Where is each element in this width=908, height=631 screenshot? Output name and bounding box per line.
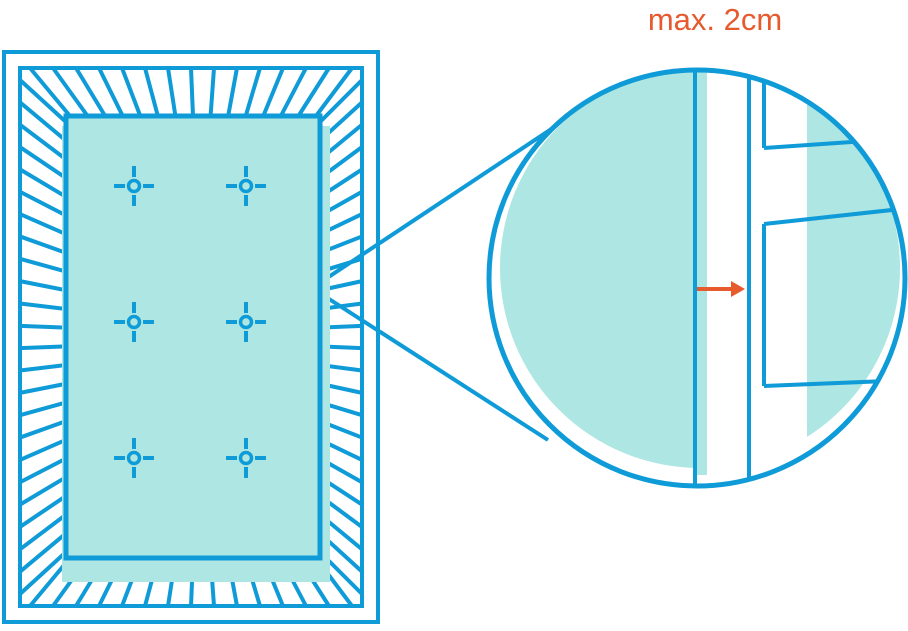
crib-slat-left bbox=[18, 513, 68, 551]
crib-slat-left bbox=[19, 301, 67, 311]
crib-slat-top bbox=[243, 67, 262, 117]
crib-slat-left bbox=[19, 212, 67, 237]
crib-slat-top bbox=[120, 67, 143, 117]
crib-slat-left bbox=[18, 475, 68, 507]
lens-white-gap-strip bbox=[707, 70, 807, 486]
tuft-button bbox=[126, 314, 142, 330]
zoom-connector-lower bbox=[310, 286, 550, 442]
tuft-button bbox=[238, 450, 254, 466]
crib-slat-left bbox=[19, 400, 67, 418]
crib-slat-left bbox=[19, 256, 67, 274]
tuft-button bbox=[126, 450, 142, 466]
magnifier-lens bbox=[486, 67, 908, 489]
crib-slat-left bbox=[18, 100, 68, 143]
crib-slat-left bbox=[18, 78, 68, 124]
crib-slat-top bbox=[296, 66, 331, 118]
crib-slat-top bbox=[189, 67, 195, 117]
tuft-button bbox=[238, 178, 254, 194]
arrow-right-icon bbox=[697, 281, 745, 297]
crib-slat-left bbox=[19, 323, 67, 330]
crib-slat-top bbox=[51, 66, 90, 118]
crosshair-button-icon bbox=[226, 302, 266, 342]
lens-slat-line-3 bbox=[763, 206, 905, 226]
crosshair-button-icon bbox=[114, 166, 154, 206]
crib-slat-top bbox=[314, 66, 354, 118]
crib-slat-top bbox=[166, 67, 178, 117]
crib-slat-top bbox=[208, 67, 216, 117]
crib-slat-left bbox=[18, 531, 68, 574]
crosshair-button-icon bbox=[114, 438, 154, 478]
tuft-button bbox=[238, 314, 254, 330]
mattress bbox=[63, 113, 323, 561]
crib-slat-top bbox=[226, 67, 239, 117]
crib-slat-top bbox=[97, 67, 125, 117]
crosshair-button-icon bbox=[226, 166, 266, 206]
crib-slat-left bbox=[18, 167, 68, 199]
gap-label: max. 2cm bbox=[647, 2, 783, 37]
crib-slat-left bbox=[19, 456, 67, 485]
crib bbox=[2, 50, 380, 624]
crosshair-button-icon bbox=[114, 302, 154, 342]
mattress-tufting bbox=[114, 166, 266, 478]
crib-slat-left bbox=[19, 234, 67, 255]
lens-outline bbox=[486, 67, 908, 489]
crib-slat-left bbox=[19, 381, 67, 395]
crib-outer-frame bbox=[2, 50, 380, 624]
crib-slat-left bbox=[19, 363, 67, 373]
crib-slat-top bbox=[279, 67, 308, 117]
crib-slat-left bbox=[18, 494, 68, 529]
crib-slat-top bbox=[74, 66, 107, 118]
crib-slat-left bbox=[19, 279, 67, 293]
crib-slat-left bbox=[19, 189, 67, 218]
lens-mattress-edge bbox=[697, 70, 707, 475]
crib-slat-left bbox=[18, 550, 68, 596]
tuft-button bbox=[126, 178, 142, 194]
crib-slat-left bbox=[19, 344, 67, 351]
crib-slat-left bbox=[19, 437, 67, 462]
crosshair-button-icon bbox=[226, 438, 266, 478]
crib-slat-right bbox=[318, 78, 364, 124]
crib-slat-top bbox=[261, 67, 285, 117]
crib-slat-left bbox=[18, 123, 68, 161]
crib-slat-left bbox=[19, 419, 67, 440]
crib-slat-top bbox=[28, 66, 72, 118]
crib-slat-left bbox=[18, 145, 68, 180]
crib-slat-top bbox=[143, 67, 160, 117]
